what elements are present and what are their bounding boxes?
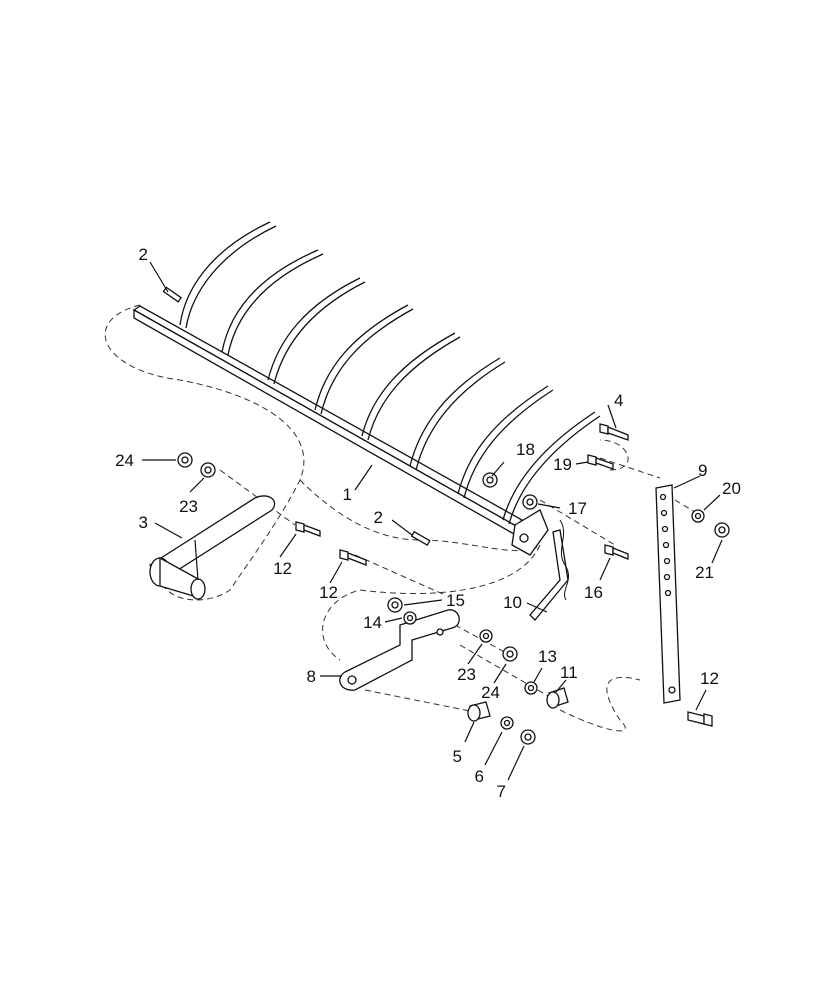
callout-18-nut: 18 [516, 440, 535, 459]
callout-7-nut: 7 [497, 782, 506, 801]
mounting-arm [148, 495, 276, 600]
cotter-pins [162, 286, 431, 546]
callout-19-bolt: 19 [553, 455, 572, 474]
callout-6-washer: 6 [475, 767, 484, 786]
callout-14-washer: 14 [363, 613, 382, 632]
nuts-and-washers [177, 452, 730, 745]
bolts [295, 423, 713, 727]
callout-15-nut: 15 [446, 591, 465, 610]
callout-10-rod: 10 [503, 593, 522, 612]
callout-12-bolt-middle: 12 [319, 583, 338, 602]
callout-5-bushing: 5 [453, 747, 462, 766]
lower-arm [339, 609, 460, 691]
callout-labels: 2 2 1 3 4 5 6 7 8 9 10 11 12 12 12 13 14… [115, 245, 741, 801]
adjustment-strap [655, 484, 681, 704]
callout-2-pin-top: 2 [139, 245, 148, 264]
callout-11-bushing: 11 [560, 663, 578, 682]
callout-23-washer-lower: 23 [457, 665, 476, 684]
callout-17-nut: 17 [568, 499, 587, 518]
leader-lines [142, 261, 723, 781]
callout-3-arm: 3 [139, 513, 148, 532]
callout-16-bolt: 16 [584, 583, 603, 602]
callout-8-lower-arm: 8 [307, 667, 316, 686]
callout-12-bolt-strap: 12 [700, 669, 719, 688]
callout-23-washer-arm: 23 [179, 497, 198, 516]
callout-13-washer: 13 [538, 647, 557, 666]
rod-with-chain [529, 519, 570, 621]
callout-1-rake-bar: 1 [343, 485, 352, 504]
callout-2-pin-middle: 2 [374, 508, 383, 527]
callout-9-strap: 9 [698, 461, 707, 480]
callout-24-nut-arm: 24 [115, 451, 134, 470]
callout-12-bolt-arm: 12 [273, 559, 292, 578]
bushings [467, 687, 569, 722]
callout-24-nut-lower: 24 [481, 683, 500, 702]
rake-end-bracket [511, 509, 549, 556]
callout-4-bolt: 4 [614, 391, 623, 410]
callout-21-nut: 21 [695, 563, 714, 582]
rake-tines [179, 221, 601, 525]
callout-20-washer: 20 [722, 479, 741, 498]
assembly-guide-lines [104, 304, 696, 732]
